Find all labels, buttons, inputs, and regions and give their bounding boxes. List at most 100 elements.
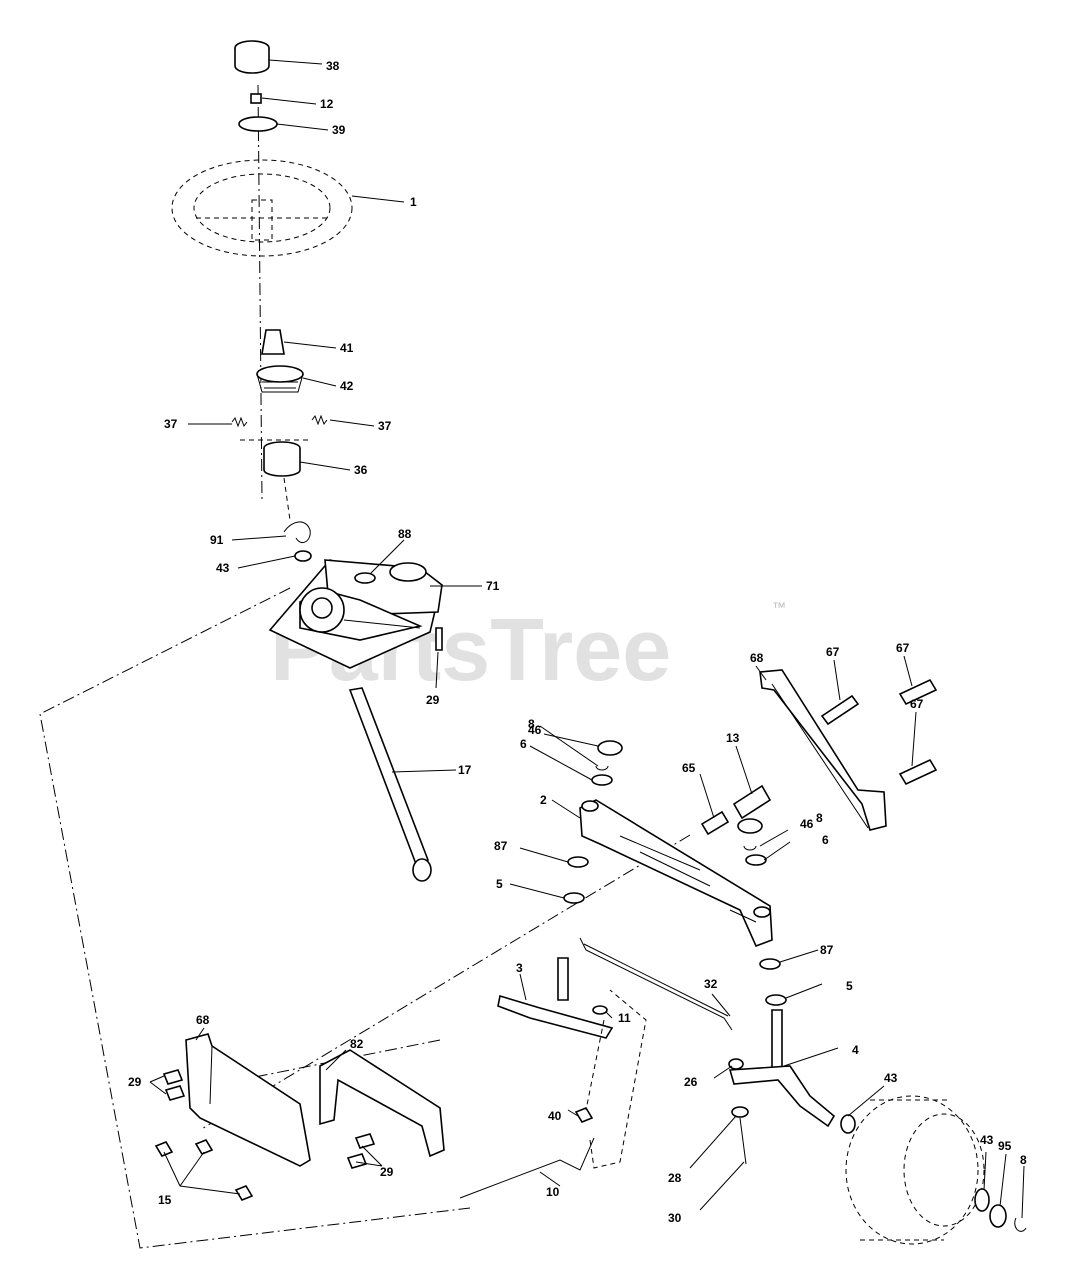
callout-13: 13 — [726, 731, 740, 745]
callout-6-left: 6 — [520, 737, 527, 751]
spindle-part-4 — [728, 1009, 836, 1128]
callout-87-right: 87 — [820, 943, 834, 957]
callout-43-upper: 43 — [216, 561, 230, 575]
bolt-part-67-c — [898, 758, 938, 786]
callout-65: 65 — [682, 761, 696, 775]
nut-part-40 — [574, 1107, 594, 1123]
washer-part-6-left — [591, 774, 613, 786]
axle-center-line — [199, 834, 691, 1131]
washer-part-43 — [294, 550, 312, 562]
link-rod-part-10 — [459, 1137, 595, 1199]
callout-67-a: 67 — [826, 645, 840, 659]
washer-part-87-left — [567, 856, 589, 868]
cap-part-38 — [234, 40, 270, 74]
bracket-center-line — [189, 1039, 441, 1091]
front-wheel — [845, 1095, 985, 1245]
callout-41: 41 — [340, 341, 354, 355]
callout-71: 71 — [486, 579, 500, 593]
callout-68-right: 68 — [750, 651, 764, 665]
callout-8-hub: 8 — [1020, 1153, 1027, 1167]
washer-part-6-right — [745, 854, 767, 866]
bolt-part-29-b — [164, 1085, 186, 1101]
bushing-part-36 — [263, 441, 301, 477]
callout-82: 82 — [350, 1037, 364, 1051]
callout-5-left: 5 — [496, 877, 503, 891]
callout-37-right: 37 — [378, 419, 392, 433]
callout-5-right: 5 — [846, 979, 853, 993]
nut-part-15-a — [154, 1141, 174, 1157]
bracket-part-68-right — [759, 669, 887, 831]
spindle-part-3 — [497, 957, 614, 1039]
callout-43-spindle: 43 — [884, 1071, 898, 1085]
callout-91: 91 — [210, 533, 224, 547]
pin-part-30 — [739, 1117, 747, 1165]
bolt-part-29-c — [354, 1133, 376, 1149]
callout-26: 26 — [684, 1075, 698, 1089]
callout-29-gear: 29 — [426, 693, 440, 707]
nut-part-15-c — [234, 1185, 254, 1201]
pin-part-8-left — [595, 765, 609, 771]
washer-part-5-left — [563, 892, 585, 904]
callout-43-hub: 43 — [980, 1133, 994, 1147]
nut-part-26 — [728, 1058, 744, 1070]
callout-67-b: 67 — [896, 641, 910, 655]
callout-39: 39 — [332, 123, 346, 137]
callout-12: 12 — [320, 97, 334, 111]
sleeve-part-13 — [732, 784, 772, 820]
callout-3: 3 — [516, 961, 523, 975]
callout-40: 40 — [548, 1109, 562, 1123]
callout-8-right: 8 — [816, 811, 823, 825]
bracket-part-68-left — [185, 1033, 311, 1167]
steering-wheel-part-1 — [171, 159, 353, 257]
washer-part-5-right — [765, 994, 787, 1006]
column-axis-line — [257, 84, 263, 501]
callout-15: 15 — [158, 1193, 172, 1207]
callout-88: 88 — [398, 527, 412, 541]
washer-part-43-spindle — [840, 1114, 856, 1134]
bellows-part-42 — [256, 365, 304, 393]
adapter-part-41 — [261, 329, 285, 355]
callout-30: 30 — [668, 1211, 682, 1225]
spring-part-37-left — [231, 416, 248, 428]
callout-68-left: 68 — [196, 1013, 210, 1027]
bracket-part-82 — [319, 1049, 445, 1158]
callout-8-left: 8 — [528, 717, 535, 731]
nut-part-12 — [250, 93, 262, 104]
steering-gear-assembly — [268, 559, 443, 669]
washer-part-39 — [238, 116, 278, 132]
callout-4: 4 — [852, 1043, 859, 1057]
washer-part-43-hub — [974, 1188, 990, 1212]
bolt-part-29 — [435, 627, 443, 651]
callout-11: 11 — [618, 1011, 631, 1025]
callout-32: 32 — [704, 977, 718, 991]
spring-part-37-right — [311, 414, 328, 426]
washer-part-11 — [592, 1005, 608, 1015]
drag-link-part-32 — [579, 937, 733, 1031]
washer-part-28 — [731, 1106, 749, 1118]
callout-2: 2 — [540, 793, 547, 807]
cap-part-46-right — [737, 818, 763, 834]
bolt-part-29-a — [162, 1069, 184, 1085]
column-dashed-line — [283, 477, 291, 521]
cap-part-46-left — [597, 740, 623, 756]
callout-38: 38 — [326, 59, 340, 73]
callout-46-right: 46 — [800, 817, 814, 831]
link-dashed-outline — [589, 989, 647, 1169]
callout-87-left: 87 — [494, 839, 508, 853]
callout-29-bracket: 29 — [380, 1165, 394, 1179]
bolt-part-29-d — [346, 1153, 368, 1169]
nut-part-15-b — [194, 1139, 214, 1155]
callout-46-left: 46 — [528, 723, 542, 737]
front-axle-part-2 — [579, 799, 773, 948]
watermark-trademark: ™ — [772, 599, 786, 615]
callout-28: 28 — [668, 1171, 682, 1185]
callout-10: 10 — [546, 1185, 560, 1199]
washer-part-87-right — [759, 958, 781, 970]
leader-lines — [149, 59, 1025, 1219]
callout-36: 36 — [354, 463, 368, 477]
nut-dashed-line — [585, 1019, 605, 1111]
steering-shaft-part-17 — [348, 687, 432, 882]
callout-1: 1 — [410, 195, 417, 209]
callout-42: 42 — [340, 379, 354, 393]
